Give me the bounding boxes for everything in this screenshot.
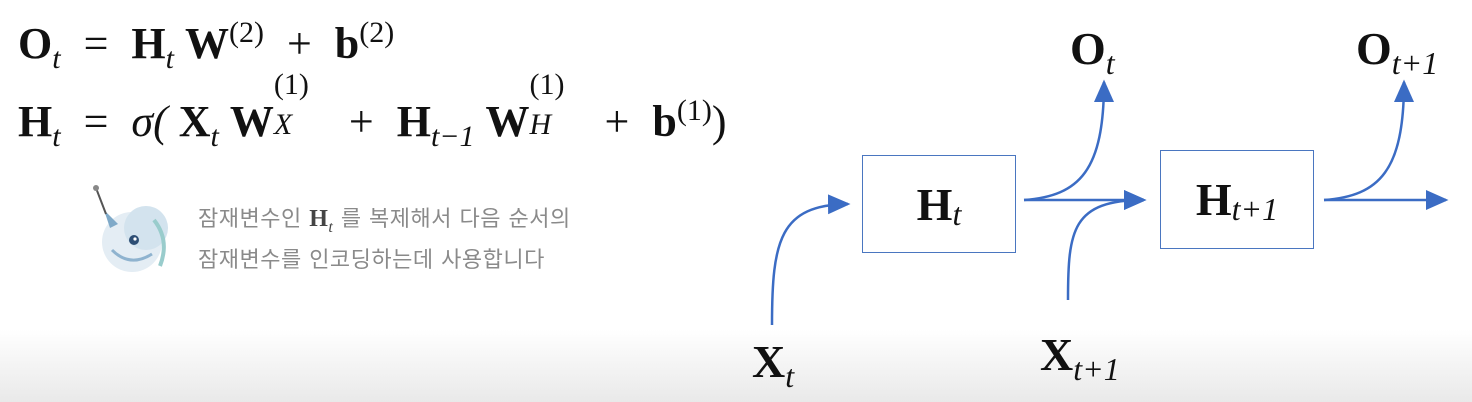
in1-main: X [752, 336, 786, 387]
arrow-h2-to-o2 [1323, 79, 1414, 202]
box1-main: H [916, 178, 953, 230]
arrow-x-to-h1 [770, 194, 851, 326]
out2-main: O [1356, 23, 1392, 74]
eq2-wh: W [485, 97, 530, 146]
output-label-t1: Ot+1 [1356, 22, 1438, 81]
eq2-b-sup: (1) [676, 94, 712, 127]
caption-line-1: 잠재변수인 Ht 를 복제해서 다음 순서의 [198, 203, 571, 244]
unicorn-mascot-icon [93, 185, 168, 272]
in2-main: X [1040, 329, 1074, 380]
eq2-b: b [652, 97, 677, 146]
equation-hidden: Ht = σ( Xt W(1)X + Ht−1 W(1)H + b(1)) [18, 70, 727, 152]
eq2-sigma: σ( [131, 97, 168, 146]
eq2-lhs: H [18, 97, 53, 146]
eq2-wx: W [229, 97, 274, 146]
eq1-w: W [184, 19, 229, 68]
eq1-equals: = [83, 19, 109, 68]
eq2-wx-sub: X [273, 108, 293, 141]
eq2-lhs-sub: t [52, 120, 61, 153]
eq1-lhs: O [18, 19, 53, 68]
caption-var-main: H [309, 206, 329, 232]
caption-text-a: 잠재변수인 [198, 207, 310, 232]
caption-line-2: 잠재변수를 인코딩하는데 사용합니다 [198, 247, 545, 273]
eq1-b: b [334, 19, 360, 68]
eq2-close-paren: ) [711, 97, 727, 146]
box2-sub: t+1 [1231, 191, 1279, 227]
eq2-wx-sup: (1) [273, 68, 309, 101]
output-label-t: Ot [1070, 22, 1115, 81]
eq1-plus: + [286, 19, 312, 68]
eq2-wh-sub: H [529, 108, 552, 141]
eq2-wh-scripts: (1) H [530, 70, 582, 140]
equation-output: Ot = Ht W(2) + b(2) [18, 18, 394, 74]
caption-text-b: 를 복제해서 다음 순서의 [333, 207, 571, 232]
eq2-equals: = [83, 97, 109, 146]
out1-sub: t [1105, 45, 1115, 81]
out2-sub: t+1 [1391, 45, 1439, 81]
eq1-w-sup: (2) [228, 16, 264, 49]
eq1-h: H [131, 19, 166, 68]
arrow-x2-to-h2 [1066, 190, 1147, 301]
eq2-h-sub: t−1 [430, 120, 475, 153]
caption: 잠재변수인 Ht 를 복제해서 다음 순서의 잠재변수를 인코딩하는데 사용합니… [198, 203, 571, 277]
eq1-b-sup: (2) [359, 16, 395, 49]
box1-sub: t [952, 195, 962, 232]
caption-variable: Ht [309, 206, 333, 236]
eq2-plus2: + [604, 97, 630, 146]
eq2-x: X [178, 97, 211, 146]
eq1-lhs-sub: t [52, 42, 61, 75]
input-label-t: Xt [752, 335, 794, 394]
eq2-wh-sup: (1) [529, 68, 565, 101]
eq2-wx-scripts: (1) X [274, 70, 326, 140]
eq1-h-sub: t [165, 42, 174, 75]
eq2-x-sub: t [210, 120, 219, 153]
in1-sub: t [785, 358, 795, 394]
in2-sub: t+1 [1073, 351, 1120, 387]
box2-main: H [1195, 174, 1232, 225]
caption-var-sub: t [328, 218, 334, 236]
arrow-h1-to-o1 [1023, 79, 1114, 202]
input-label-t1: Xt+1 [1040, 328, 1120, 387]
eq2-h: H [396, 97, 431, 146]
out1-main: O [1070, 23, 1106, 74]
eq2-plus1: + [348, 97, 374, 146]
